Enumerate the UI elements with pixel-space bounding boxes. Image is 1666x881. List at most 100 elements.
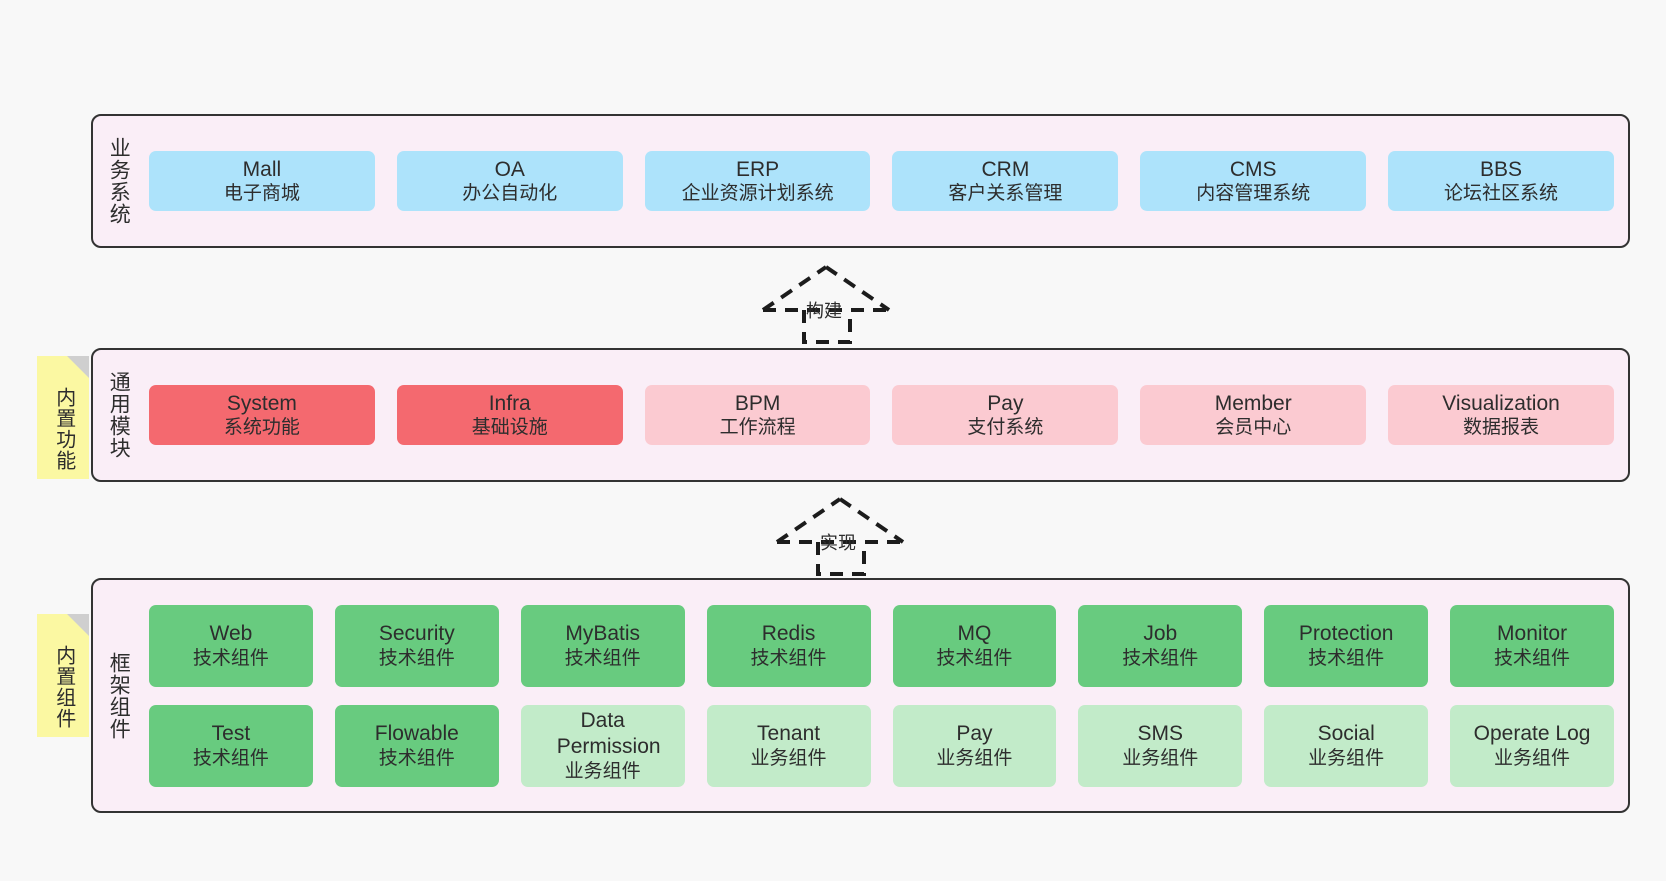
component-subtitle: 技术组件 xyxy=(192,747,269,769)
component-subtitle: 技术组件 xyxy=(1308,647,1385,669)
component-subtitle: 会员中心 xyxy=(1215,417,1292,439)
component-row: Test 技术组件 Flowable 技术组件 Data Permission … xyxy=(149,704,1614,787)
component-title: Visualization xyxy=(1442,391,1560,415)
component-row: System 系统功能 Infra 基础设施 BPM 工作流程 Pay 支付系统… xyxy=(149,384,1614,446)
layer-common-module: 通用模块 System 系统功能 Infra 基础设施 BPM 工作流程 Pay… xyxy=(91,348,1630,482)
layer-body-common-module: System 系统功能 Infra 基础设施 BPM 工作流程 Pay 支付系统… xyxy=(143,350,1628,480)
component-box-mq[interactable]: MQ 技术组件 xyxy=(892,604,1057,687)
connector-build: 构建 xyxy=(758,262,938,346)
component-subtitle: 业务组件 xyxy=(564,760,641,782)
component-subtitle: 业务组件 xyxy=(750,747,827,769)
component-subtitle: 业务组件 xyxy=(1494,747,1571,769)
component-title: Job xyxy=(1143,622,1178,646)
connector-implement: 实现 xyxy=(772,494,952,578)
component-box-web[interactable]: Web 技术组件 xyxy=(149,604,313,687)
component-box-tenant[interactable]: Tenant 业务组件 xyxy=(706,704,871,787)
component-box-erp[interactable]: ERP 企业资源计划系统 xyxy=(644,150,871,212)
note-fold-corner xyxy=(67,614,89,636)
component-title: Data Permission xyxy=(556,709,661,758)
component-box-system[interactable]: System 系统功能 xyxy=(149,384,375,446)
component-box-infra[interactable]: Infra 基础设施 xyxy=(396,384,623,446)
component-title: Security xyxy=(378,622,455,646)
connector-label-build: 构建 xyxy=(806,301,842,321)
layer-label-framework-component: 框架组件 xyxy=(107,651,131,740)
layer-body-framework-component: Web 技术组件 Security 技术组件 MyBatis 技术组件 Redi… xyxy=(143,580,1628,811)
component-subtitle: 技术组件 xyxy=(378,647,455,669)
sticky-note-builtin-function: 内置功能 xyxy=(37,356,89,479)
component-title: Monitor xyxy=(1497,622,1568,646)
component-title: ERP xyxy=(735,157,780,181)
component-box-bpm[interactable]: BPM 工作流程 xyxy=(644,384,871,446)
component-subtitle: 企业资源计划系统 xyxy=(681,183,834,205)
component-subtitle: 业务组件 xyxy=(936,747,1013,769)
component-subtitle: 技术组件 xyxy=(936,647,1013,669)
component-box-sms[interactable]: SMS 业务组件 xyxy=(1078,704,1243,787)
component-subtitle: 技术组件 xyxy=(378,747,455,769)
layer-label-business-system: 业务系统 xyxy=(107,137,131,225)
component-subtitle: 客户关系管理 xyxy=(948,183,1063,205)
component-title: Protection xyxy=(1298,622,1394,646)
component-subtitle: 论坛社区系统 xyxy=(1444,183,1559,205)
component-subtitle: 业务组件 xyxy=(1308,747,1385,769)
component-row: Web 技术组件 Security 技术组件 MyBatis 技术组件 Redi… xyxy=(149,604,1614,687)
component-title: CRM xyxy=(981,157,1030,181)
component-title: MQ xyxy=(957,622,992,646)
component-box-bbs[interactable]: BBS 论坛社区系统 xyxy=(1388,150,1614,212)
component-subtitle: 内容管理系统 xyxy=(1196,183,1311,205)
component-box-crm[interactable]: CRM 客户关系管理 xyxy=(892,150,1119,212)
component-row: Mall 电子商城 OA 办公自动化 ERP 企业资源计划系统 CRM 客户关系… xyxy=(149,150,1614,212)
component-box-data-permission[interactable]: Data Permission 业务组件 xyxy=(520,704,685,787)
component-title: Tenant xyxy=(757,722,821,746)
component-title: Mall xyxy=(242,157,282,181)
component-box-redis[interactable]: Redis 技术组件 xyxy=(706,604,871,687)
layer-framework-component: 框架组件 Web 技术组件 Security 技术组件 MyBatis 技术组件… xyxy=(91,578,1630,813)
component-title: Operate Log xyxy=(1473,722,1591,746)
component-subtitle: 支付系统 xyxy=(967,417,1044,439)
component-box-operate-log[interactable]: Operate Log 业务组件 xyxy=(1450,704,1614,787)
component-box-job[interactable]: Job 技术组件 xyxy=(1078,604,1243,687)
component-subtitle: 技术组件 xyxy=(564,647,641,669)
component-subtitle: 技术组件 xyxy=(1494,647,1571,669)
component-box-mybatis[interactable]: MyBatis 技术组件 xyxy=(520,604,685,687)
component-box-pay[interactable]: Pay 支付系统 xyxy=(892,384,1119,446)
sticky-note-builtin-component: 内置组件 xyxy=(37,614,89,737)
component-box-cms[interactable]: CMS 内容管理系统 xyxy=(1140,150,1367,212)
component-title: BBS xyxy=(1480,157,1523,181)
component-title: MyBatis xyxy=(565,622,641,646)
connector-label-implement: 实现 xyxy=(820,533,856,553)
component-title: Test xyxy=(211,722,251,746)
component-box-test[interactable]: Test 技术组件 xyxy=(149,704,313,787)
component-title: Flowable xyxy=(374,722,459,746)
component-subtitle: 电子商城 xyxy=(223,183,300,205)
component-box-pay[interactable]: Pay 业务组件 xyxy=(892,704,1057,787)
layer-label-common-module: 通用模块 xyxy=(107,371,131,459)
component-title: System xyxy=(226,391,297,415)
component-title: Pay xyxy=(987,391,1024,415)
layer-body-business-system: Mall 电子商城 OA 办公自动化 ERP 企业资源计划系统 CRM 客户关系… xyxy=(143,116,1628,246)
component-box-flowable[interactable]: Flowable 技术组件 xyxy=(334,704,499,787)
implement-arrow-glyph xyxy=(775,497,905,576)
component-subtitle: 技术组件 xyxy=(750,647,827,669)
component-title: Member xyxy=(1214,391,1292,415)
component-box-security[interactable]: Security 技术组件 xyxy=(334,604,499,687)
layer-business-system: 业务系统 Mall 电子商城 OA 办公自动化 ERP 企业资源计划系统 CRM… xyxy=(91,114,1630,248)
component-box-member[interactable]: Member 会员中心 xyxy=(1140,384,1367,446)
component-title: Web xyxy=(209,622,253,646)
component-title: Pay xyxy=(956,722,993,746)
component-box-protection[interactable]: Protection 技术组件 xyxy=(1264,604,1429,687)
component-subtitle: 系统功能 xyxy=(223,417,300,439)
build-arrow-glyph xyxy=(761,265,891,344)
component-subtitle: 技术组件 xyxy=(192,647,269,669)
component-title: OA xyxy=(494,157,525,181)
component-box-visualization[interactable]: Visualization 数据报表 xyxy=(1388,384,1614,446)
component-box-monitor[interactable]: Monitor 技术组件 xyxy=(1450,604,1614,687)
component-title: SMS xyxy=(1137,722,1184,746)
component-box-social[interactable]: Social 业务组件 xyxy=(1264,704,1429,787)
component-subtitle: 工作流程 xyxy=(719,417,796,439)
sticky-note-label: 内置组件 xyxy=(52,644,75,729)
component-box-oa[interactable]: OA 办公自动化 xyxy=(396,150,623,212)
component-title: Infra xyxy=(488,391,531,415)
component-subtitle: 技术组件 xyxy=(1122,647,1199,669)
component-box-mall[interactable]: Mall 电子商城 xyxy=(149,150,375,212)
